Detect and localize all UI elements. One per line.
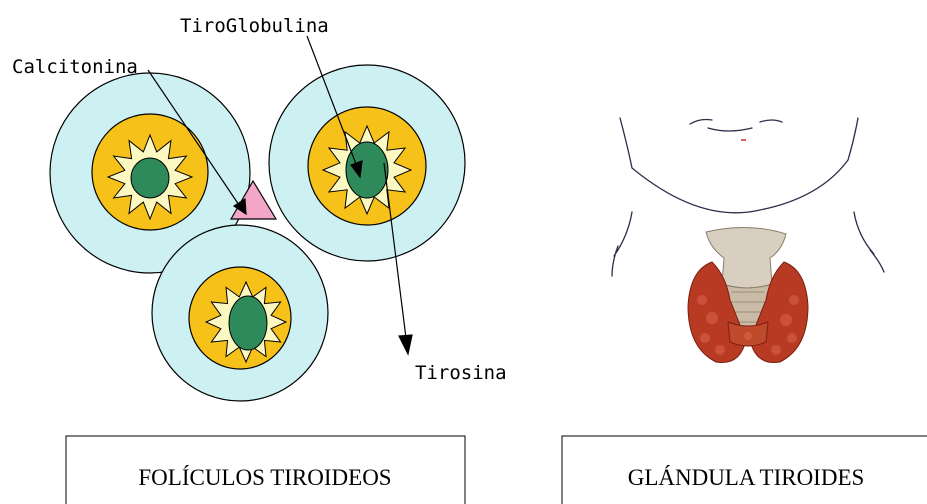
follicle-right-nucleus bbox=[346, 142, 388, 198]
label-tiroglobulina: TiroGlobulina bbox=[180, 15, 329, 37]
follicle-right bbox=[269, 65, 465, 261]
lip-highlight bbox=[741, 139, 746, 141]
jaw-outline bbox=[620, 118, 858, 213]
follicle-left-nucleus bbox=[131, 158, 169, 198]
follicle-bottom bbox=[152, 225, 328, 401]
caption-right: GLÁNDULA TIROIDES bbox=[628, 465, 865, 490]
thyroid-gland bbox=[688, 227, 808, 362]
neck-right-line bbox=[854, 212, 884, 272]
label-tirosina: Tirosina bbox=[415, 362, 507, 384]
mouth-lines bbox=[690, 120, 782, 132]
caption-left: FOLÍCULOS TIROIDEOS bbox=[138, 465, 391, 490]
tirosina-arrowhead bbox=[399, 335, 412, 354]
neck-left-line bbox=[612, 212, 632, 276]
label-calcitonina: Calcitonina bbox=[12, 56, 138, 78]
follicle-bottom-nucleus bbox=[229, 296, 267, 350]
